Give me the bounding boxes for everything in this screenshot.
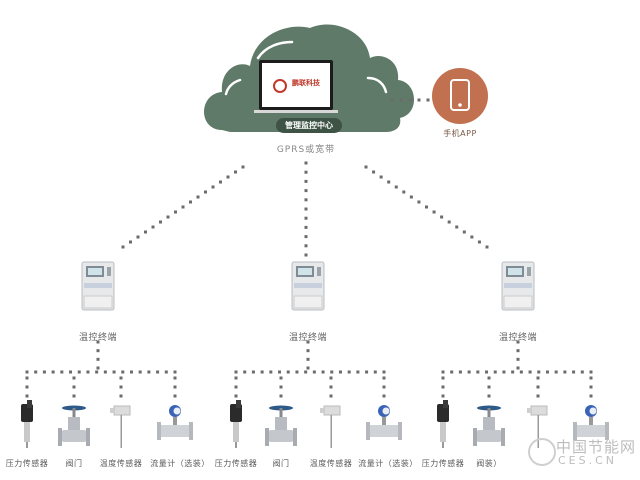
meter-terminal-icon bbox=[81, 261, 115, 311]
flow-meter-icon bbox=[366, 405, 402, 440]
device-bus-line bbox=[25, 370, 177, 374]
device-drop-line bbox=[72, 376, 76, 398]
terminal-label: 温控终端 bbox=[78, 333, 118, 343]
device-label: 流量计（选装） bbox=[150, 459, 210, 468]
meter-terminal-icon bbox=[501, 261, 535, 311]
watermark: 中国节能网 CES.CN bbox=[528, 436, 640, 472]
mobile-app-label: 手机APP bbox=[443, 129, 477, 138]
uplink-line-center bbox=[304, 161, 308, 257]
pressure-sensor-icon bbox=[21, 400, 33, 448]
watermark-en: CES.CN bbox=[558, 454, 618, 467]
device-label: 压力传感器 bbox=[421, 459, 465, 468]
meter-terminal-icon bbox=[291, 261, 325, 311]
company-logo-text: 鹏联科技 bbox=[292, 79, 320, 87]
device-label: 流量计（选装） bbox=[358, 459, 418, 468]
device-drop-line bbox=[25, 376, 29, 398]
uplink-line-left bbox=[121, 165, 245, 249]
device-drop-line bbox=[119, 376, 123, 398]
valve-icon bbox=[473, 405, 505, 446]
terminal-drop-line bbox=[306, 340, 310, 370]
device-label: 温度传感器 bbox=[99, 459, 143, 468]
uplink-line-right bbox=[364, 165, 489, 249]
device-drop-line bbox=[382, 376, 386, 398]
device-drop-line bbox=[536, 376, 540, 398]
device-label: 阀装） bbox=[476, 459, 502, 468]
device-label: 温度传感器 bbox=[309, 459, 353, 468]
connection-lines bbox=[25, 98, 593, 398]
mobile-app-node[interactable] bbox=[432, 68, 488, 124]
device-drop-line bbox=[441, 376, 445, 398]
cloud-to-app-line bbox=[390, 98, 430, 102]
temperature-sensor-icon bbox=[320, 405, 341, 448]
pressure-sensor-icon bbox=[230, 400, 242, 448]
device-bus-line bbox=[441, 370, 593, 374]
pressure-sensor-icon bbox=[437, 400, 449, 448]
flow-meter-icon bbox=[157, 405, 193, 440]
device-label: 阀门 bbox=[65, 459, 83, 468]
temperature-sensor-icon bbox=[110, 405, 131, 448]
terminal-drop-line bbox=[516, 340, 520, 370]
device-drop-line bbox=[589, 376, 593, 398]
laptop-icon bbox=[254, 60, 338, 113]
device-drop-line bbox=[487, 376, 491, 398]
flow-meter-icon bbox=[573, 405, 609, 440]
watermark-logo-icon bbox=[528, 438, 556, 466]
monitoring-center-label: 管理监控中心 bbox=[276, 118, 342, 133]
temperature-sensor-icon bbox=[527, 405, 548, 448]
device-drop-line bbox=[279, 376, 283, 398]
device-drop-line bbox=[173, 376, 177, 398]
watermark-cn: 中国节能网 bbox=[556, 438, 637, 456]
device-drop-line bbox=[234, 376, 238, 398]
valve-icon bbox=[265, 405, 297, 446]
terminal-label: 温控终端 bbox=[288, 333, 328, 343]
network-label: GPRS或宽带 bbox=[276, 145, 336, 155]
device-label: 压力传感器 bbox=[214, 459, 258, 468]
terminal-label: 温控终端 bbox=[498, 333, 538, 343]
company-logo-icon bbox=[273, 79, 287, 93]
smartphone-icon bbox=[450, 79, 470, 111]
device-drop-line bbox=[329, 376, 333, 398]
device-label: 阀门 bbox=[272, 459, 290, 468]
valve-icon bbox=[58, 405, 90, 446]
device-bus-line bbox=[234, 370, 386, 374]
device-label: 压力传感器 bbox=[5, 459, 49, 468]
terminal-drop-line bbox=[96, 340, 100, 370]
